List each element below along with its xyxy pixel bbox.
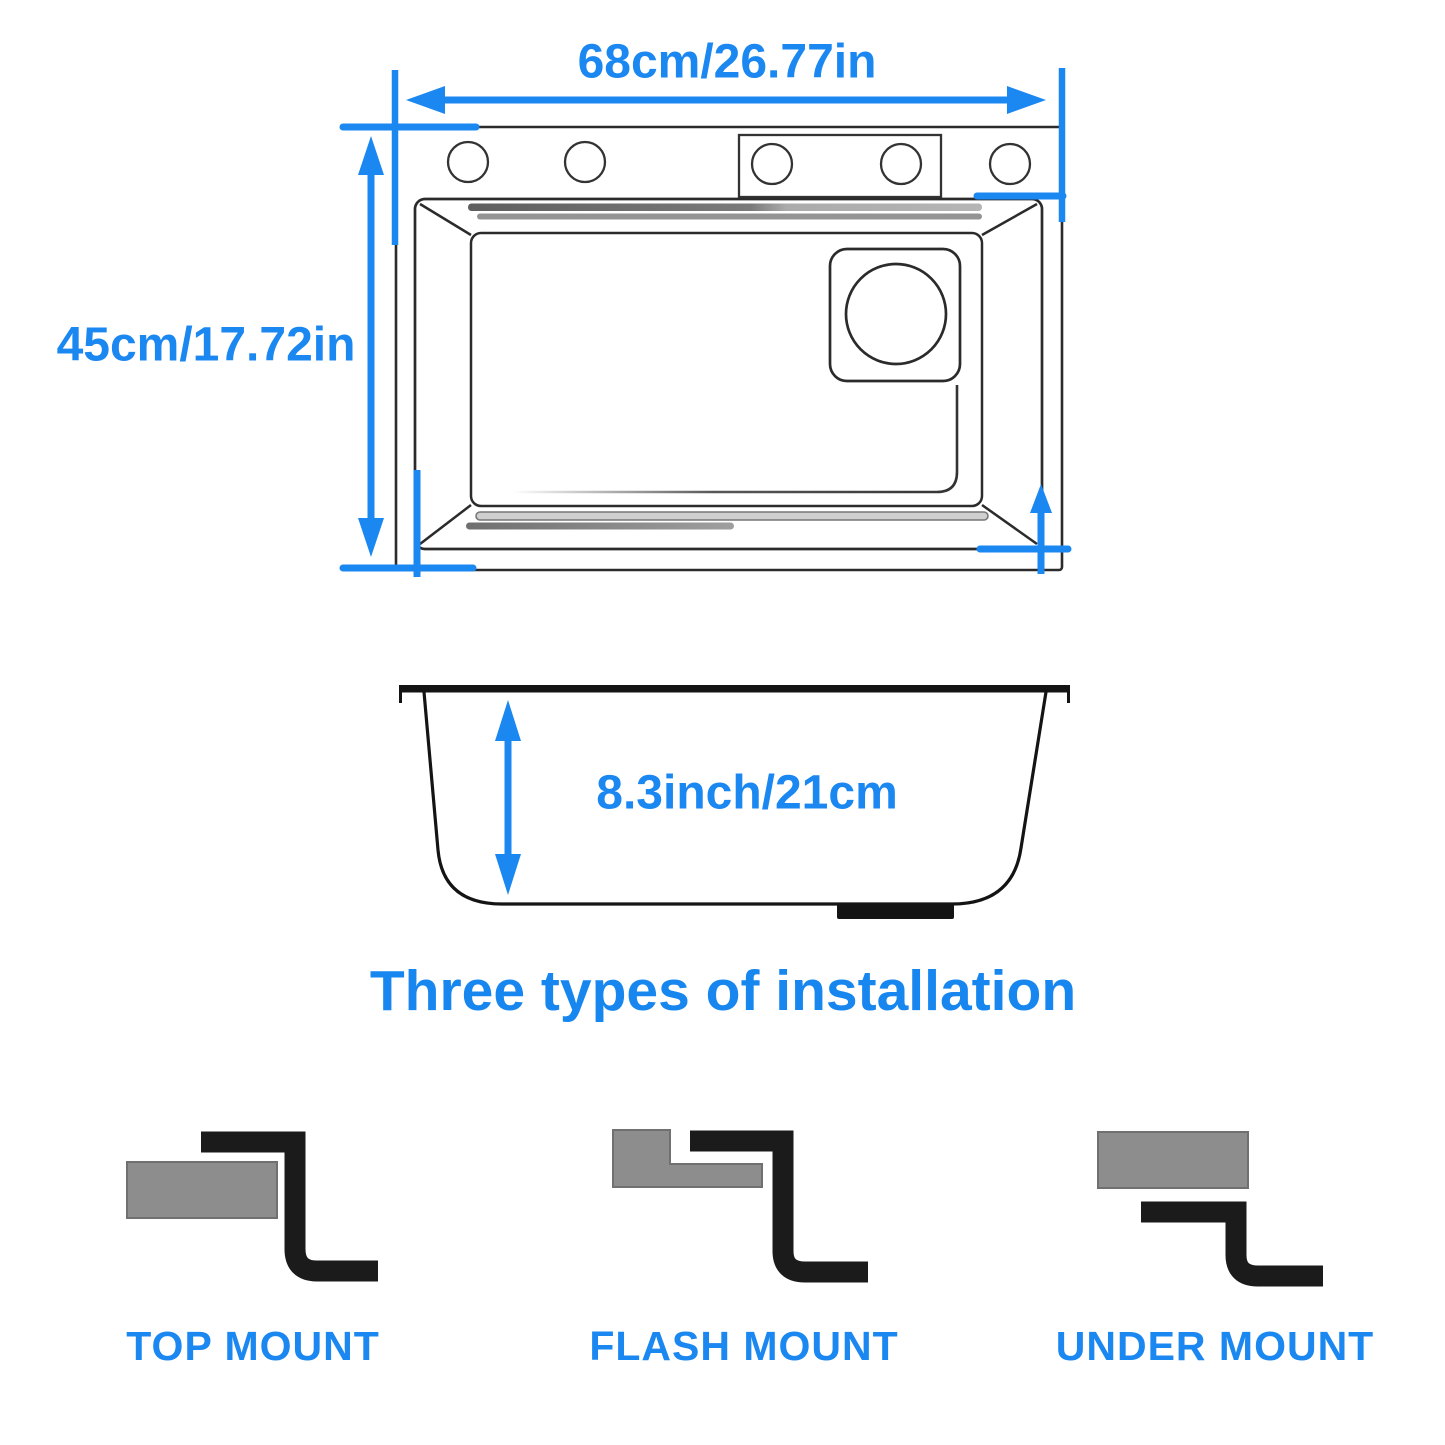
installation-title: Three types of installation [370,959,1076,1023]
height-arrow-top [358,136,384,175]
width-arrow-right [1007,86,1046,114]
bowl-floor-lines [512,245,959,494]
height-dimension-label: 45cm/17.72in [57,319,356,372]
width-dimension-label: 68cm/26.77in [578,36,877,89]
sink-top-view [394,125,1064,572]
depth-arrow-bottom [495,854,521,895]
depth-dimension [495,700,521,895]
faucet-holes [446,140,1032,186]
drain-grooves-top [468,203,982,220]
depth-dimension-label: 8.3inch/21cm [596,767,898,820]
side-rim-stub-left [399,692,402,703]
counter-block-icon [126,1161,278,1219]
faucet-hole [563,140,607,184]
dimension-marks [339,68,1072,577]
sink-side-view: 8.3inch/21cm [399,685,1070,919]
side-drain-fitting [837,904,954,919]
top-mount-label: TOP MOUNT [126,1323,380,1369]
drain-circle [844,262,948,366]
side-basin-profile [422,691,1048,906]
basin-corner-miters [419,202,1038,546]
depth-arrow-top [495,700,521,741]
faucet-hole [988,142,1032,186]
width-arrow-left [406,86,445,114]
sink-lip-icon [1141,1201,1323,1287]
height-arrow-bottom [358,518,384,557]
faucet-hole [446,140,490,184]
top-mount-diagram: TOP MOUNT [126,1131,380,1369]
side-rim-stub-right [1067,692,1070,703]
under-mount-label: UNDER MOUNT [1056,1323,1374,1369]
counter-block-notched-icon [612,1129,763,1188]
counter-block-icon [1097,1131,1249,1189]
faucet-hole [750,142,794,186]
sink-lip-icon [201,1131,378,1282]
side-rim-line [399,685,1070,693]
drain-grooves-bottom [466,511,989,530]
faucet-deck-plate [737,133,943,199]
flash-mount-label: FLASH MOUNT [589,1323,898,1369]
faucet-hole [879,142,923,186]
under-mount-diagram: UNDER MOUNT [1056,1131,1374,1369]
bowl-arrow-up [1030,484,1052,513]
flash-mount-diagram: FLASH MOUNT [589,1129,898,1369]
sink-lip-icon [690,1130,868,1283]
